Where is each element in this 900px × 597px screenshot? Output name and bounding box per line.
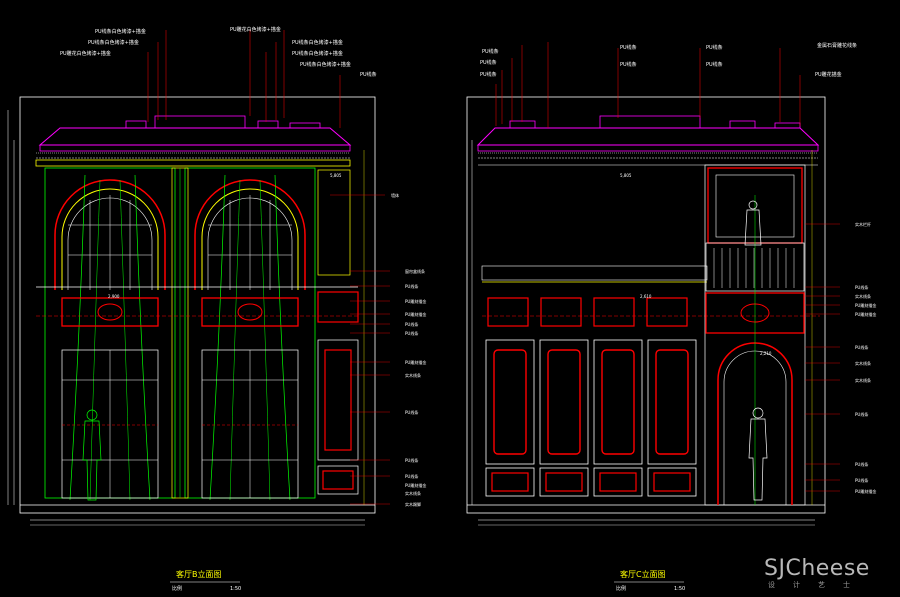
left-band-dim: 2,900 [108, 294, 120, 299]
left-arch-window-1 [44, 167, 176, 501]
right-arch-dim: 2,210 [760, 351, 772, 356]
left-side-callout-14: 实木踢脚 [405, 501, 421, 507]
right-balcony-tower [704, 164, 806, 506]
left-side-callout-9: PU线条 [405, 409, 418, 415]
right-side-callout-10: PU线条 [855, 461, 868, 467]
left-scale-value: 1:50 [230, 586, 241, 592]
left-callout-3: PU雕花白色烤漆+描金 [60, 50, 111, 57]
right-callout-1: PU线条 [482, 48, 499, 55]
left-top-callouts: PU线条白色烤漆+描金 PU线条白色烤漆+描金 PU雕花白色烤漆+描金 PU雕花… [60, 26, 399, 299]
left-side-callouts: 窗帘盒线条 PU线条 PU雕刻描金 PU雕刻描金 PU线条 PU线条 PU雕刻描… [405, 268, 426, 507]
right-side-callout-12: PU雕刻描金 [855, 488, 876, 494]
left-side-callout-4: PU雕刻描金 [405, 311, 426, 317]
left-arch-window-2 [184, 167, 316, 501]
right-side-callout-1: 实木栏杆 [855, 221, 871, 227]
right-callout-9: PU雕花描金 [815, 71, 842, 78]
left-callout-6: PU线条白色烤漆+描金 [292, 50, 343, 57]
left-side-callout-10: PU线条 [405, 457, 418, 463]
right-side-callout-9: PU线条 [855, 411, 868, 417]
watermark-sub: 设计艺士 [768, 581, 868, 589]
right-callout-2: PU线条 [480, 59, 497, 66]
left-callout-4: PU雕花白色烤漆+描金 [230, 26, 281, 33]
left-drawing-title: 客厅B立面图 [176, 569, 222, 579]
right-side-callout-8: 实木线条 [855, 377, 871, 383]
left-human-figure [82, 409, 102, 501]
left-side-callout-8: 实木线条 [405, 372, 421, 378]
left-side-callout-3: PU雕刻描金 [405, 298, 426, 304]
right-dim-top: 5,805 [620, 173, 632, 178]
right-callout-7: PU线条 [706, 61, 723, 68]
right-side-leaders [805, 223, 840, 492]
right-human-figure-floor [748, 407, 768, 501]
right-callout-6: PU线条 [706, 44, 723, 51]
right-side-callout-3: 实木线条 [855, 293, 871, 299]
left-side-callout-13: 实木线条 [405, 490, 421, 496]
right-door-panels [485, 339, 697, 497]
right-elevation [466, 42, 826, 526]
left-side-leaders [350, 270, 390, 505]
left-callout-2: PU线条白色烤漆+描金 [88, 39, 139, 46]
left-side-callout-1: 窗帘盒线条 [405, 268, 425, 274]
left-callout-7: PU线条白色烤漆+描金 [300, 61, 351, 68]
right-side-callout-4: PU雕刻描金 [855, 302, 876, 308]
right-top-callouts: PU线条 PU线条 PU线条 PU线条 PU线条 PU线条 PU线条 金属石膏雕… [480, 42, 857, 356]
left-elevation [7, 30, 385, 526]
right-side-callouts: 实木栏杆 PU线条 实木线条 PU雕刻描金 PU雕刻描金 PU线条 实木线条 实… [855, 221, 876, 494]
right-scale-label: 比例 [616, 585, 626, 592]
right-callout-4: PU线条 [620, 44, 637, 51]
left-side-callout-2: PU线条 [405, 283, 418, 289]
right-callout-3: PU线条 [480, 71, 497, 78]
right-callout-5: PU线条 [620, 61, 637, 68]
right-side-callout-11: PU线条 [855, 477, 868, 483]
right-scale-value: 1:50 [674, 586, 685, 592]
left-callout-5: PU线条白色烤漆+描金 [292, 39, 343, 46]
left-side-callout-7: PU雕刻描金 [405, 359, 426, 365]
right-human-figure-balcony [744, 200, 762, 246]
left-side-callout-12: PU雕刻描金 [405, 482, 426, 488]
left-callout-8: PU线条 [360, 71, 377, 78]
watermark-brand: SJCheese [764, 556, 870, 581]
left-scale-label: 比例 [172, 585, 182, 592]
right-callout-8: 金属石膏雕花线条 [817, 42, 857, 49]
left-center-mark: 墙体 [391, 192, 399, 198]
right-side-callout-6: PU线条 [855, 344, 868, 350]
right-title-block: 客厅C立面图 比例 1:50 [614, 569, 685, 592]
left-side-callout-11: PU线条 [405, 473, 418, 479]
left-dim-top: 5,805 [330, 173, 342, 178]
right-drawing-title: 客厅C立面图 [620, 569, 666, 579]
left-title-block: 客厅B立面图 比例 1:50 [170, 569, 241, 592]
right-side-callout-7: 实木线条 [855, 360, 871, 366]
left-side-callout-5: PU线条 [405, 321, 418, 327]
right-band-dim: 2,610 [640, 294, 652, 299]
right-side-callout-2: PU线条 [855, 284, 868, 290]
right-side-callout-5: PU雕刻描金 [855, 311, 876, 317]
left-callout-1: PU线条白色烤漆+描金 [95, 28, 146, 35]
left-side-callout-6: PU线条 [405, 330, 418, 336]
